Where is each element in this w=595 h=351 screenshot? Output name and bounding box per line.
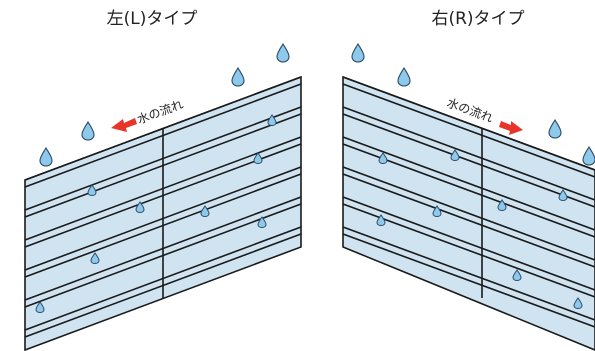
water-drop-icon: [582, 146, 595, 166]
left-type-title: 左(L)タイプ: [107, 9, 198, 29]
left-louver-slats: [24, 76, 302, 338]
water-drop-icon: [39, 147, 53, 167]
arrow-left-icon: [111, 118, 137, 132]
left-type-panel: 左(L)タイプ: [24, 9, 302, 351]
right-type-panel: 右(R)タイプ: [342, 9, 595, 351]
water-drop-icon: [231, 67, 245, 87]
water-drop-icon: [548, 119, 562, 139]
water-drop-icon: [81, 121, 95, 141]
water-drop-icon: [397, 67, 411, 87]
arrow-right-icon: [499, 121, 523, 135]
right-type-title: 右(R)タイプ: [431, 9, 524, 29]
water-drop-icon: [351, 43, 365, 63]
right-louver-slats: [342, 76, 595, 328]
water-drop-icon: [276, 43, 290, 63]
